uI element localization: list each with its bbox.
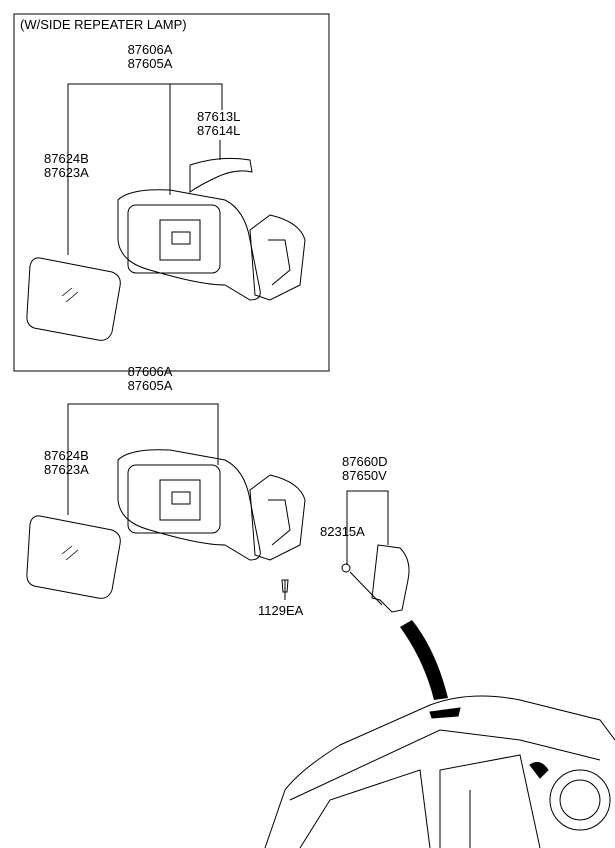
lower-mirror-housing xyxy=(117,449,306,593)
upper-repeater-lamp xyxy=(189,157,253,193)
upper-mirror-glass xyxy=(26,257,121,341)
part-number-mirror-assy-rh: 87605A xyxy=(127,56,173,71)
part-number-cover-lh: 87660D xyxy=(342,454,388,469)
part-number-mirror-assy-lh: 87606A xyxy=(127,364,173,379)
part-number-mirror-glass-lh: 87624B xyxy=(44,151,89,166)
part-number-mirror-glass-lh: 87624B xyxy=(44,448,89,463)
part-number-cover-rh: 87650V xyxy=(342,468,387,483)
variant-box xyxy=(13,13,330,372)
part-number-mirror-glass-rh: 87623A xyxy=(44,462,89,477)
vehicle-outline xyxy=(264,695,615,848)
clip-icon xyxy=(341,563,351,573)
part-number-mirror-assy-lh: 87606A xyxy=(127,42,173,57)
lower-mirror-glass xyxy=(26,515,121,599)
mirror-cover xyxy=(371,544,410,613)
part-number-repeater-lamp-rh: 87614L xyxy=(197,123,241,138)
part-number-clip: 82315A xyxy=(320,524,365,539)
part-number-repeater-lamp-lh: 87613L xyxy=(197,109,241,124)
part-number-mirror-assy-rh: 87605A xyxy=(127,378,173,393)
screw-icon xyxy=(281,579,289,593)
lower-leader-lines xyxy=(67,403,389,606)
variant-title: (W/SIDE REPEATER LAMP) xyxy=(20,17,187,32)
location-arrow xyxy=(400,620,448,700)
upper-leader-lines xyxy=(67,83,223,255)
part-number-mirror-glass-rh: 87623A xyxy=(44,165,89,180)
upper-mirror-housing xyxy=(117,189,306,301)
part-number-screw: 1129EA xyxy=(258,603,304,618)
